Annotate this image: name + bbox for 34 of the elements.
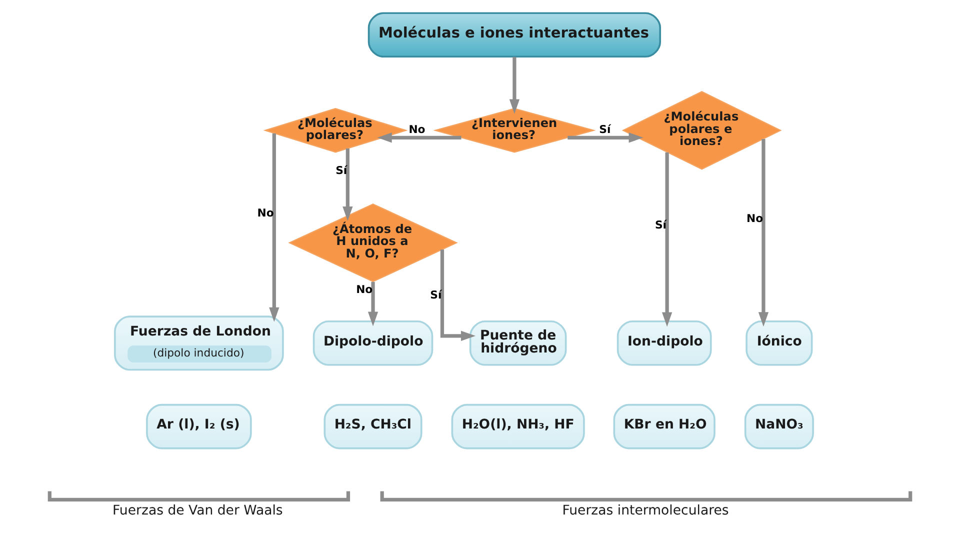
edge-label: No	[356, 283, 373, 296]
arrow	[342, 148, 353, 222]
edge-label: Sí	[336, 164, 348, 177]
label: Fuerzas de Van der Waals	[112, 504, 283, 519]
node-diamond: ¿Moléculas polares e iones?	[622, 91, 782, 170]
node-box: NaNO₃	[744, 404, 814, 450]
node-box: KBr en H₂O	[613, 404, 716, 450]
node-box: Ion-dipolo	[616, 320, 712, 366]
label: Fuerzas intermoleculares	[562, 504, 729, 519]
node-box: Iónico	[746, 320, 813, 366]
edge-label: No	[408, 123, 426, 136]
node-box: Dipolo-dipolo	[312, 320, 434, 366]
node-box: H₂O(l), NH₃, HF	[451, 404, 585, 450]
arrow	[377, 132, 462, 143]
edge-label: No	[257, 206, 274, 220]
node-diamond: ¿Átomos de H unidos a N, O, F?	[288, 203, 458, 282]
arrow	[568, 132, 644, 143]
arrow	[368, 282, 378, 326]
node-box: Puente de hidrógeno	[469, 320, 567, 366]
arrow	[269, 133, 280, 322]
arrow	[758, 138, 769, 327]
edge-label: No	[746, 212, 764, 225]
node-box: H₂S, CH₃Cl	[324, 404, 422, 450]
arrow	[440, 250, 476, 341]
edge-label: Sí	[654, 218, 667, 232]
arrow	[509, 57, 520, 114]
edge-label: Sí	[430, 288, 442, 302]
node-diamond: ¿Moléculas polares?	[263, 108, 408, 153]
node-box: Moléculas e iones interactuantes	[368, 12, 662, 58]
node-diamond: ¿Intervienen iones?	[433, 108, 596, 153]
arrow	[662, 152, 672, 327]
edge-label: Sí	[599, 123, 611, 136]
node-box: Fuerzas de London (dipolo inducido)	[114, 316, 284, 371]
node-box: Ar (l), I₂ (s)	[146, 404, 252, 450]
